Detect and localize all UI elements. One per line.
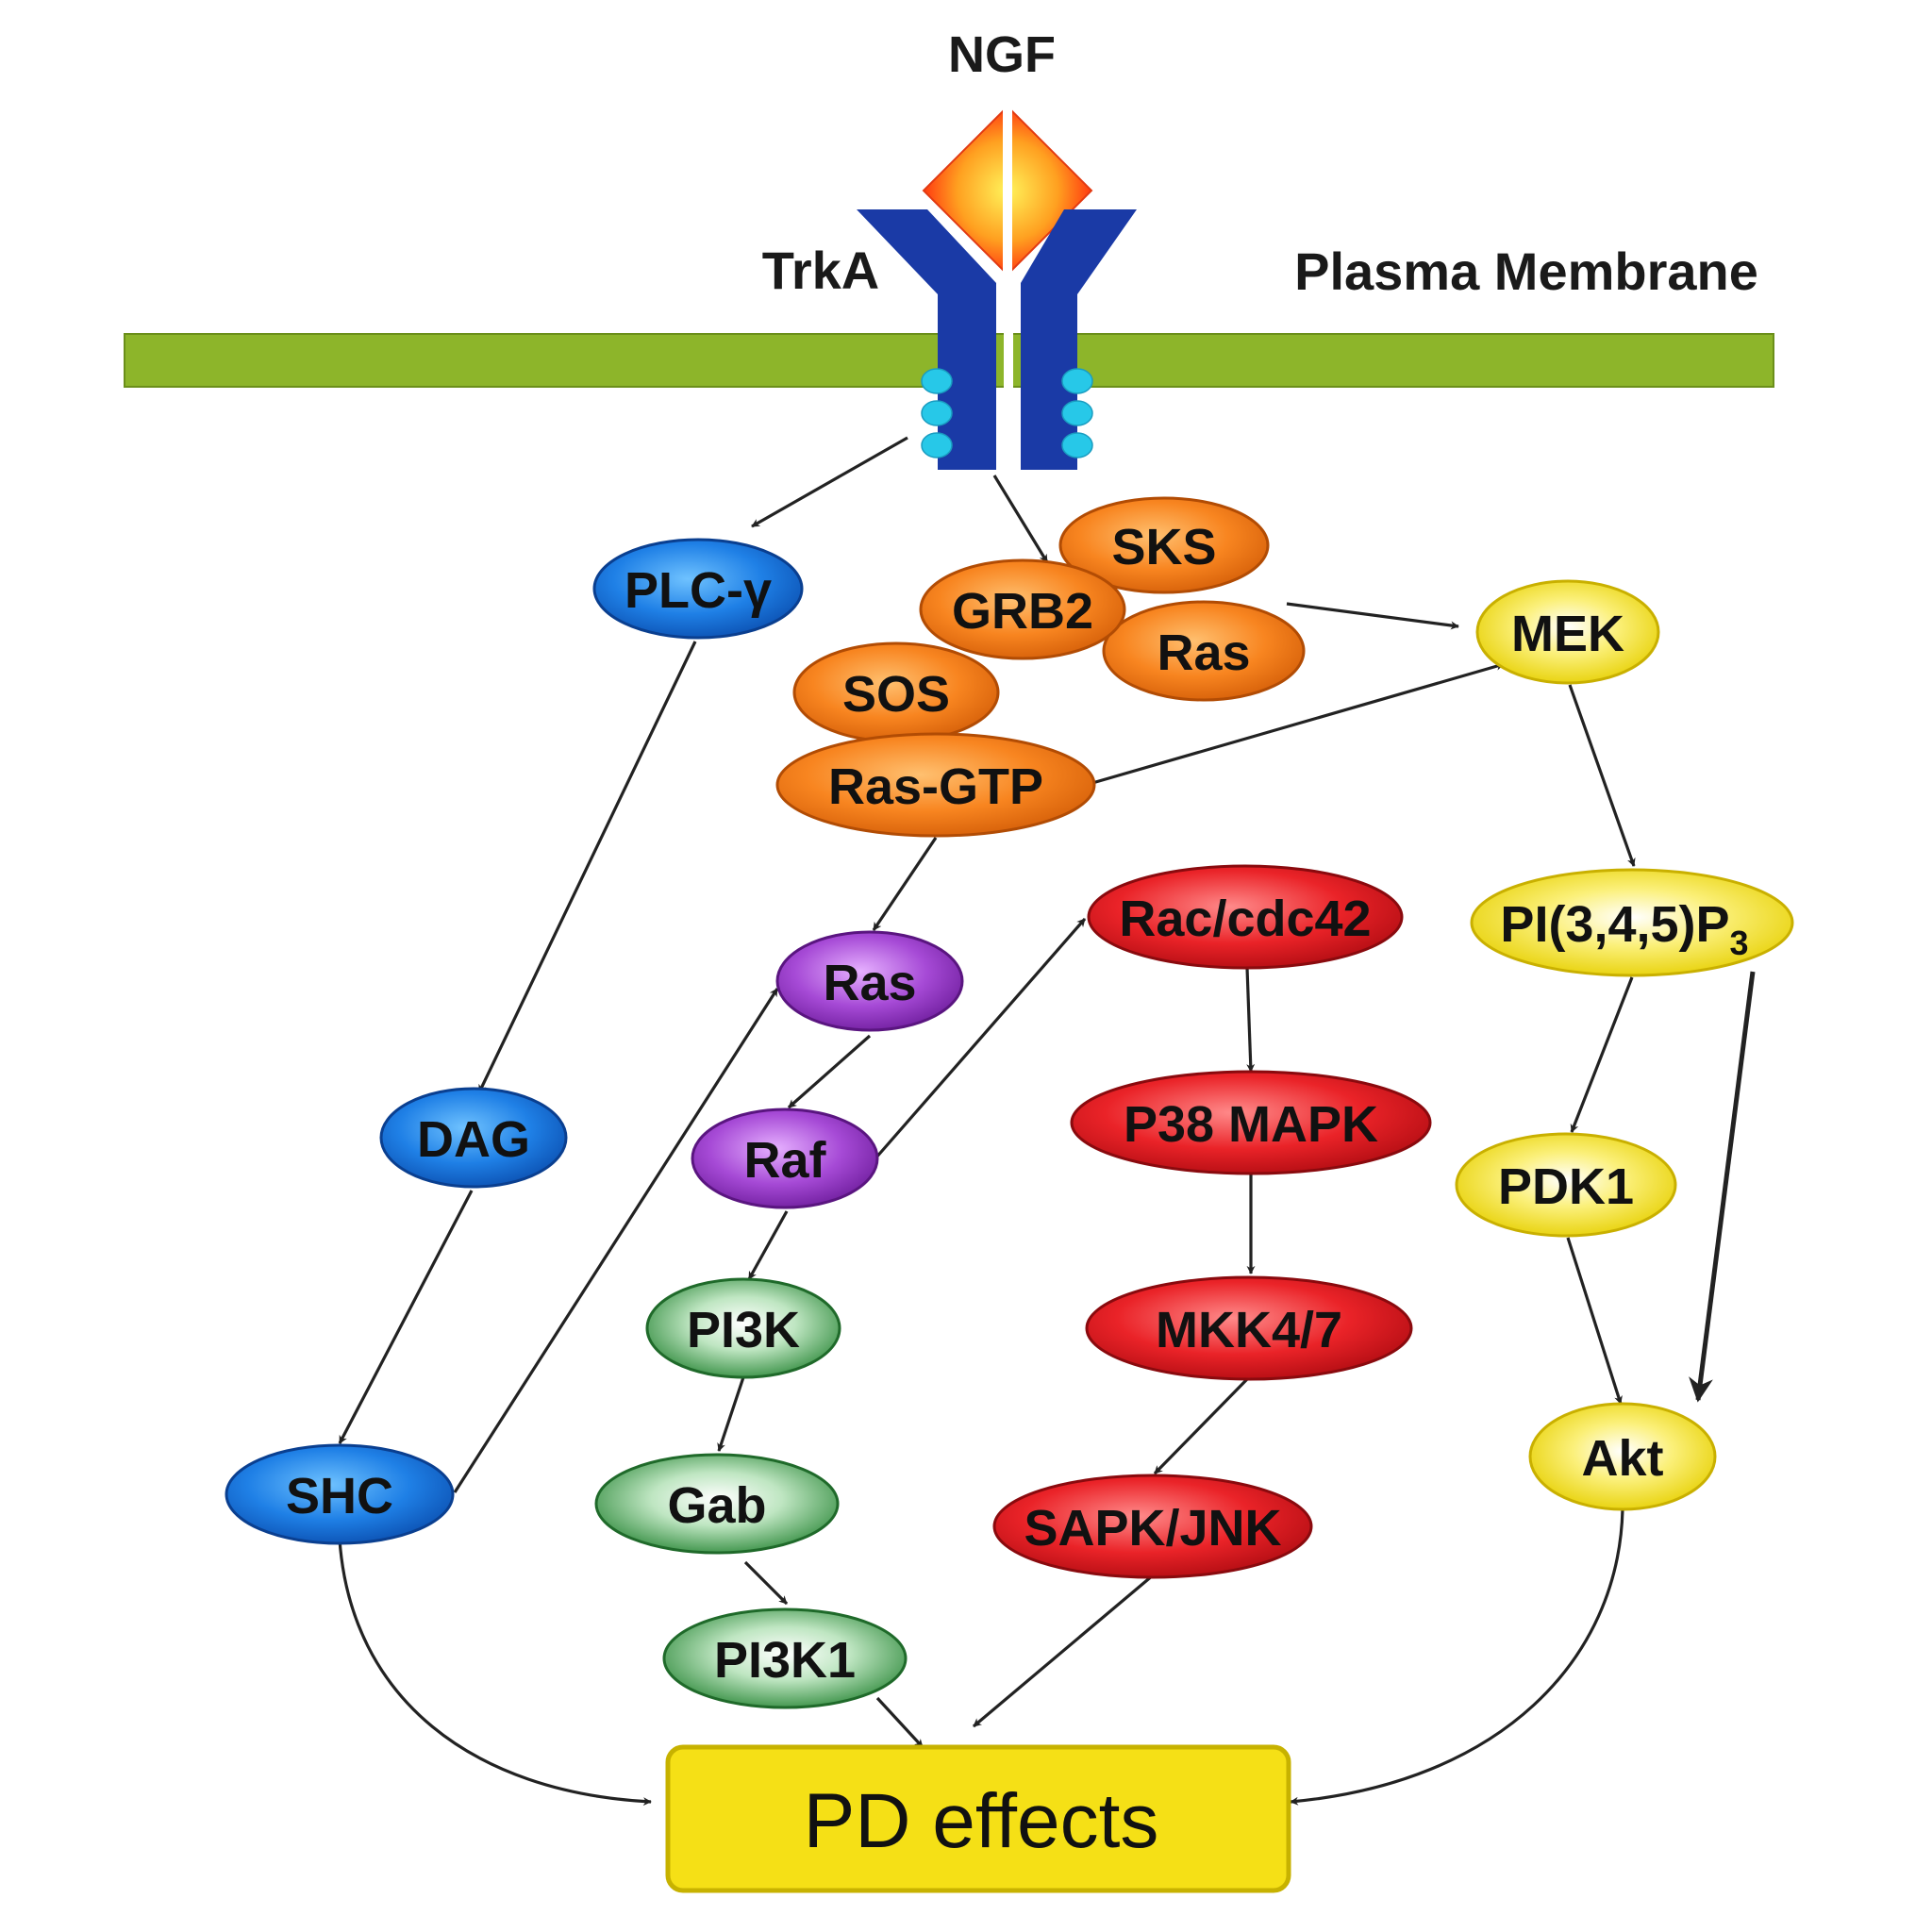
node-pdk1: PDK1 (1455, 1132, 1677, 1238)
node-plc-gamma: PLC-γ (592, 538, 804, 640)
node-mkk47: MKK4/7 (1085, 1275, 1413, 1381)
pip3-main-label: PI(3,4,5)P (1500, 896, 1729, 953)
sos-label: SOS (842, 666, 950, 723)
plc-gamma-label: PLC-γ (625, 562, 772, 619)
pathway-arrows (338, 436, 1756, 1807)
node-mek: MEK (1475, 579, 1660, 685)
arrow-mkk-sapk (1153, 1377, 1249, 1475)
mkk47-label: MKK4/7 (1156, 1302, 1342, 1358)
plasma-membrane-label: Plasma Membrane (1294, 242, 1758, 301)
sapk-jnk-label: SAPK/JNK (1024, 1500, 1281, 1557)
node-ras-gtp: Ras-GTP (775, 732, 1096, 838)
arrow-rasgtp-ras (872, 837, 938, 931)
arrow-raf-rac (874, 917, 1087, 1160)
node-shc: SHC (225, 1443, 455, 1545)
arrow-trka-plc (751, 436, 908, 528)
node-sks: SKS (1058, 496, 1270, 594)
rac-cdc42-label: Rac/cdc42 (1119, 891, 1371, 947)
arrow-ras-raf (787, 1034, 872, 1109)
pd-effects-label: PD effects (804, 1778, 1159, 1864)
arrow-pip3-akt (1689, 971, 1756, 1403)
shc-label: SHC (286, 1468, 393, 1524)
pdk1-label: PDK1 (1498, 1158, 1634, 1215)
node-pi3k1: PI3K1 (662, 1607, 908, 1709)
arrow-shc-ras (453, 988, 779, 1493)
arrow-complex-mek (1286, 602, 1459, 630)
pip3-label: PI(3,4,5)P3 (1500, 896, 1748, 962)
pi3k1-label: PI3K1 (714, 1632, 856, 1689)
node-sos: SOS (792, 641, 1000, 743)
pip3-subscript: 3 (1730, 924, 1749, 962)
ngf-label: NGF (948, 26, 1056, 83)
node-ras-mid: Ras (775, 930, 964, 1032)
akt-label: Akt (1581, 1430, 1663, 1487)
arrow-pi3k-gab (717, 1376, 745, 1452)
ras-gtp-label: Ras-GTP (828, 758, 1043, 815)
pd-effects-box: PD effects (665, 1744, 1291, 1893)
arrow-gab-pi3k1 (743, 1560, 789, 1606)
grb2-label: GRB2 (952, 583, 1093, 640)
arrow-pip3-pdk1 (1570, 976, 1634, 1133)
arrow-shc-pd (338, 1539, 652, 1807)
dag-label: DAG (417, 1111, 530, 1168)
arrow-rasgtp-mek (1091, 661, 1505, 785)
gab-label: Gab (667, 1477, 766, 1534)
node-pip3: PI(3,4,5)P3 (1470, 868, 1794, 977)
arrow-dag-shc (338, 1190, 474, 1444)
pi3k-label: PI3K (687, 1302, 800, 1358)
node-raf: Raf (691, 1108, 879, 1209)
arrow-pi3k1-pd (875, 1696, 924, 1749)
arrow-mek-pip3 (1568, 684, 1636, 867)
node-rac-cdc42: Rac/cdc42 (1087, 864, 1404, 970)
arrow-trka-grb2 (992, 475, 1049, 563)
arrow-raf-pi3k (747, 1210, 789, 1280)
arrow-akt-pd (1290, 1508, 1624, 1806)
sks-label: SKS (1111, 519, 1216, 575)
trka-receptor (857, 209, 1137, 472)
arrow-plc-dag (477, 641, 697, 1093)
p38-mapk-label: P38 MAPK (1124, 1096, 1378, 1153)
node-sapk-jnk: SAPK/JNK (992, 1474, 1313, 1579)
node-ras-top: Ras (1102, 600, 1306, 702)
node-dag: DAG (379, 1087, 568, 1189)
ngf-ligand (922, 102, 1093, 281)
ras-top-label: Ras (1157, 625, 1250, 681)
mek-label: MEK (1511, 606, 1624, 662)
trka-label: TrkA (762, 241, 880, 300)
node-p38-mapk: P38 MAPK (1070, 1070, 1432, 1175)
raf-label: Raf (743, 1132, 826, 1189)
arrow-rac-p38 (1245, 967, 1256, 1073)
node-akt: Akt (1528, 1402, 1717, 1511)
node-pi3k: PI3K (645, 1277, 841, 1379)
arrow-sapk-pd (972, 1574, 1155, 1728)
arrow-pdk1-akt (1566, 1237, 1623, 1405)
node-gab: Gab (594, 1453, 840, 1555)
node-grb2: GRB2 (919, 558, 1126, 660)
ras-mid-label: Ras (823, 955, 916, 1011)
phosphorylation-sites (921, 368, 1093, 458)
